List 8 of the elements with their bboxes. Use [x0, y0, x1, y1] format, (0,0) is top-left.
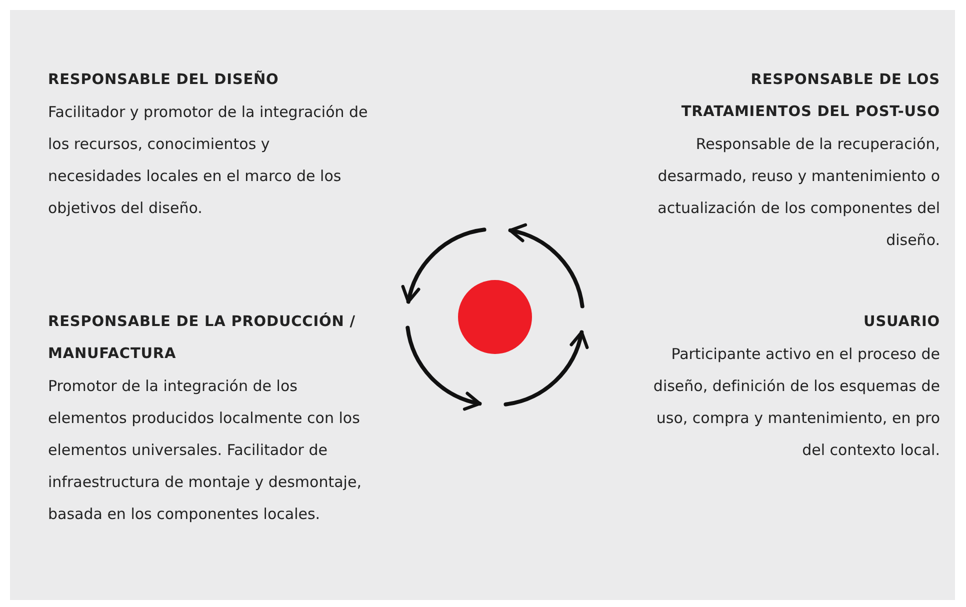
- role-description: Participante activo en el proceso de diseño, definición de los esquemas de uso, compra y mantenimiento, en pro del contexto local.: [652, 344, 940, 461]
- role-heading: USUARIO: [862, 313, 940, 332]
- role-description: Responsable de la recuperación, desarmado, reuso y mantenimiento o actualización de los componentes del diseño.: [656, 134, 940, 251]
- role-description: Facilitador y promotor de la integración de los recursos, conocimientos y necesidades locales en el marco de los objetivos del diseño.: [48, 102, 368, 219]
- role-heading: RESPONSABLE DEL DISEÑO: [48, 70, 280, 90]
- role-heading: RESPONSABLE DE LA PRODUCCIÓN / MANUFACTURA: [48, 312, 356, 364]
- role-description: Promotor de la integración de los elementos producidos localmente con los elementos universales. Facilitador de infraestructura de montaje y desmontaje, basada en los componentes locales.: [48, 376, 362, 525]
- role-heading: RESPONSABLE DE LOS TRATAMIENTOS DEL POST-USO: [680, 71, 940, 122]
